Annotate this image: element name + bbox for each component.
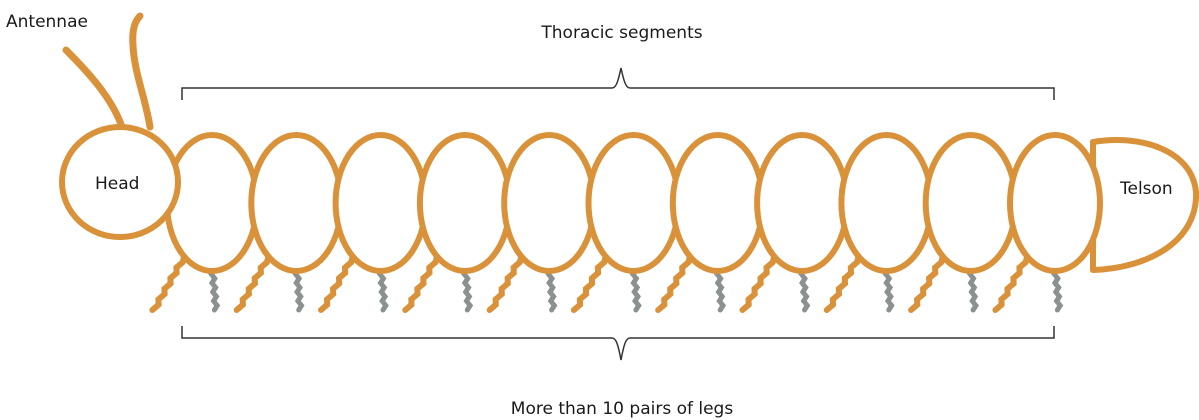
thoracic-segments <box>167 135 1100 271</box>
thoracic-segment-7 <box>673 135 763 271</box>
thoracic-segments-label: Thoracic segments <box>540 23 702 43</box>
thoracic-segment-4 <box>420 135 510 271</box>
thoracic-segment-3 <box>336 135 426 271</box>
antennae <box>66 16 150 127</box>
antenna-right <box>133 16 150 127</box>
thoracic-segment-5 <box>504 135 594 271</box>
head-label: Head <box>95 174 139 194</box>
antenna-left <box>66 50 122 127</box>
leg-front-1 <box>152 257 184 310</box>
legs-count-label: More than 10 pairs of legs <box>511 399 734 419</box>
leg-front-8 <box>743 257 775 310</box>
telson-label: Telson <box>1119 179 1173 199</box>
leg-front-10 <box>911 257 943 310</box>
telson <box>1093 140 1196 270</box>
leg-front-3 <box>321 257 353 310</box>
thoracic-bracket <box>182 68 1054 100</box>
antennae-label: Antennae <box>6 12 88 32</box>
leg-front-7 <box>658 257 690 310</box>
thoracic-segment-6 <box>589 135 679 271</box>
leg-front-6 <box>574 257 606 310</box>
thoracic-segment-1 <box>167 135 257 271</box>
thoracic-segment-9 <box>841 135 931 271</box>
thoracic-segment-10 <box>926 135 1016 271</box>
leg-front-5 <box>490 257 522 310</box>
leg-front-11 <box>995 257 1027 310</box>
legs-bracket <box>182 326 1054 360</box>
thoracic-segment-2 <box>251 135 341 271</box>
thoracic-segment-8 <box>757 135 847 271</box>
leg-front-4 <box>405 257 437 310</box>
leg-front-9 <box>827 257 859 310</box>
leg-front-2 <box>237 257 269 310</box>
thoracic-segment-11 <box>1010 135 1100 271</box>
